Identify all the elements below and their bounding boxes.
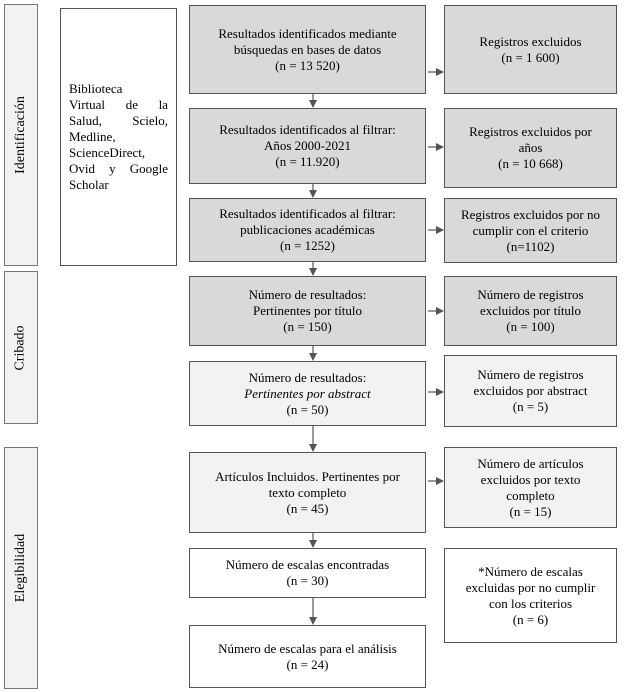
box-text: Número de resultados: bbox=[248, 287, 367, 302]
box-text: Resultados identificados al filtrar: bbox=[219, 206, 396, 221]
sources-box: Biblioteca Virtual de la Salud, Scielo, … bbox=[60, 8, 177, 266]
box-count: (n = 150) bbox=[283, 319, 332, 334]
box-text: Número de resultados: bbox=[248, 369, 367, 385]
box-text: Número de escalas encontradas bbox=[225, 557, 390, 572]
box-text: Número de escalas para el análisis bbox=[218, 640, 397, 656]
box-text: Número de artículos bbox=[477, 455, 584, 471]
box-text: completo bbox=[506, 487, 555, 503]
sources-line: Salud, Scielo, bbox=[69, 113, 168, 128]
box-scales-analysis: Número de escalas para el análisis (n = … bbox=[189, 625, 426, 688]
phase-identificacion: Identificación bbox=[4, 4, 38, 266]
box-count: (n=1102) bbox=[506, 238, 555, 254]
box-text: cumplir con el criterio bbox=[472, 222, 589, 238]
box-excluded-scales: *Número de escalas excluidas por no cump… bbox=[444, 548, 617, 643]
box-text: excluidos por título bbox=[479, 303, 582, 318]
box-text: publicaciones académicas bbox=[240, 222, 375, 237]
box-count: (n = 1 600) bbox=[501, 49, 560, 65]
box-text: Artículos Incluidos. Pertinentes por bbox=[215, 468, 400, 484]
phase-cribado: Cribado bbox=[4, 271, 38, 424]
phase-elegibilidad: Elegibilidad bbox=[4, 447, 38, 689]
sources-line: Ovid y Google bbox=[69, 161, 168, 176]
box-count: (n = 11.920) bbox=[275, 154, 340, 169]
box-text: Años 2000-2021 bbox=[263, 138, 352, 153]
box-excluded-abstract: Número de registros excluidos por abstra… bbox=[444, 355, 617, 427]
box-relevant-title: Número de resultados: Pertinentes por tí… bbox=[189, 276, 426, 346]
box-text: Resultados identificados al filtrar: bbox=[219, 122, 396, 137]
box-scales-found: Número de escalas encontradas (n = 30) bbox=[189, 548, 426, 598]
box-filter-years: Resultados identificados al filtrar: Año… bbox=[189, 108, 426, 184]
box-text: Registros excluidos bbox=[479, 33, 582, 49]
box-relevant-abstract: Número de resultados: Pertinentes por ab… bbox=[189, 361, 426, 426]
sources-line: Medline, bbox=[69, 129, 116, 144]
box-text: Pertinentes por abstract bbox=[244, 385, 371, 401]
box-text: Resultados identificados mediante bbox=[218, 25, 397, 41]
box-text: años bbox=[518, 140, 543, 155]
sources-line: Scholar bbox=[69, 177, 109, 192]
box-text: Número de registros bbox=[477, 287, 584, 302]
box-excluded-records: Registros excluidos (n = 1 600) bbox=[444, 5, 617, 94]
box-text: Pertinentes por título bbox=[252, 303, 363, 318]
box-count: (n = 100) bbox=[506, 319, 555, 334]
box-filter-academic: Resultados identificados al filtrar: pub… bbox=[189, 198, 426, 262]
box-count: (n = 13 520) bbox=[275, 57, 340, 73]
box-included-articles: Artículos Incluidos. Pertinentes por tex… bbox=[189, 452, 426, 533]
box-identified-databases: Resultados identificados mediante búsque… bbox=[189, 5, 426, 94]
box-text: con los criterios bbox=[488, 595, 573, 611]
box-text: Registros excluidos por no bbox=[460, 206, 600, 222]
box-text: Número de registros bbox=[477, 367, 584, 382]
box-excluded-fulltext: Número de artículos excluidos por texto … bbox=[444, 447, 617, 528]
box-count: (n = 45) bbox=[286, 500, 329, 516]
sources-line: Biblioteca bbox=[69, 81, 123, 96]
box-count: (n = 15) bbox=[509, 503, 552, 519]
box-text: *Número de escalas bbox=[478, 563, 583, 579]
box-count: (n = 5) bbox=[512, 399, 549, 414]
box-count: (n = 30) bbox=[286, 573, 329, 588]
box-excluded-title: Número de registros excluidos por título… bbox=[444, 276, 617, 346]
box-excluded-years: Registros excluidos por años (n = 10 668… bbox=[444, 108, 617, 188]
box-text: excluidos por texto bbox=[480, 471, 581, 487]
box-excluded-criterion: Registros excluidos por no cumplir con e… bbox=[444, 198, 617, 263]
box-count: (n = 6) bbox=[512, 611, 549, 627]
box-count: (n = 24) bbox=[286, 656, 329, 672]
box-text: texto completo bbox=[268, 484, 347, 500]
box-text: excluidos por abstract bbox=[473, 383, 588, 398]
box-count: (n = 50) bbox=[286, 401, 329, 417]
box-count: (n = 1252) bbox=[280, 238, 335, 253]
box-text: excluidas por no cumplir bbox=[465, 579, 596, 595]
box-count: (n = 10 668) bbox=[498, 156, 563, 171]
box-text: Registros excluidos por bbox=[469, 124, 592, 139]
sources-line: ScienceDirect, bbox=[69, 145, 146, 160]
box-text: búsquedas en bases de datos bbox=[233, 41, 382, 57]
sources-line: Virtual de la bbox=[69, 97, 168, 112]
